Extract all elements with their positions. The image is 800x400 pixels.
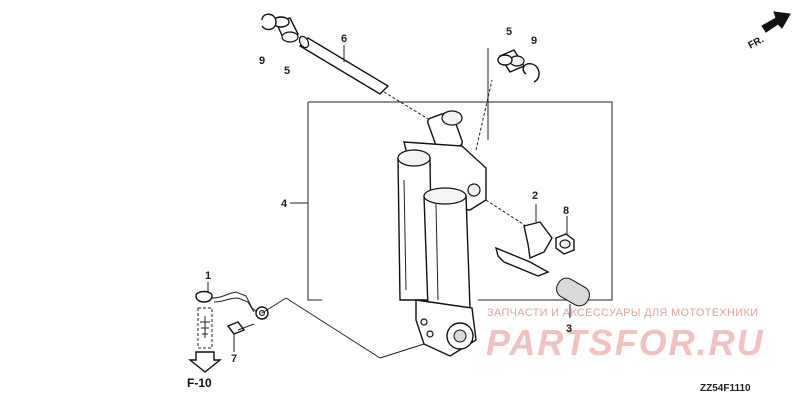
watermark-top-text: ЗАПЧАСТИ И АКСЕССУАРЫ ДЛЯ МОТОТЕХНИКИ	[487, 307, 758, 319]
callout-2: 2	[532, 190, 538, 202]
callout-8: 8	[563, 205, 569, 217]
direction-label: FR.	[746, 34, 766, 51]
callout-9-right: 9	[531, 35, 537, 47]
clip-left[interactable]	[261, 13, 277, 31]
bushing-left[interactable]	[272, 16, 299, 43]
callout-9-left: 9	[259, 55, 265, 67]
callout-6: 6	[341, 33, 347, 45]
trim-cylinder[interactable]	[397, 110, 487, 357]
bracket-part[interactable]	[485, 199, 553, 277]
bolt-part[interactable]	[226, 321, 255, 346]
callout-1: 1	[205, 270, 211, 282]
callout-7: 7	[231, 353, 237, 365]
reference-label: F-10	[187, 376, 212, 390]
breather-hose[interactable]	[195, 290, 269, 320]
reference-arrow	[188, 307, 222, 373]
nut-part[interactable]	[555, 216, 575, 255]
callout-5-right: 5	[506, 26, 512, 38]
diagram-code: ZZ54F1110	[700, 383, 751, 394]
pin-part[interactable]	[298, 35, 431, 121]
watermark-brand-text: PARTSFOR.RU	[486, 322, 765, 363]
callout-4: 4	[281, 198, 288, 210]
direction-arrow: FR.	[746, 11, 791, 52]
assembly-outline	[290, 101, 613, 301]
bushing-right[interactable]	[497, 49, 526, 73]
callout-3: 3	[566, 323, 572, 335]
clip-right[interactable]	[522, 62, 540, 83]
callout-5-left: 5	[284, 65, 290, 77]
cushion-part[interactable]	[553, 275, 592, 318]
